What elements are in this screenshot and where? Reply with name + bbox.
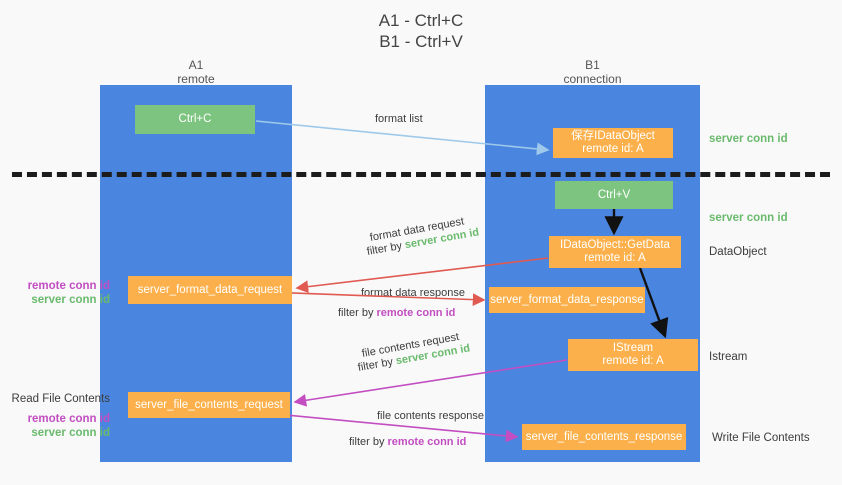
diagram-title: A1 - Ctrl+C B1 - Ctrl+V [378, 11, 464, 51]
node-ctrl-c[interactable]: Ctrl+C [135, 105, 255, 134]
edge-label-file-contents-response-filter: filter by remote conn id [349, 435, 466, 449]
node-idataobject-getdata[interactable]: IDataObject::GetData remote id: A [549, 236, 681, 268]
node-server-file-contents-request[interactable]: server_file_contents_request [128, 392, 290, 418]
trust-boundary-divider [12, 172, 830, 177]
connector-format-data-request [295, 257, 549, 294]
filter-value: remote conn id [387, 436, 467, 448]
connector-file-contents-request [293, 359, 568, 407]
annotation-read-file-contents: Read File Contents [11, 393, 110, 405]
node-server-file-contents-response[interactable]: server_file_contents_response [522, 424, 686, 450]
annotation-server-conn-id-mid: server conn id [31, 294, 110, 306]
annotation-server-conn-id-second: server conn id [709, 212, 788, 224]
connector-format-list [255, 120, 550, 156]
annotation-remote-conn-id-bottom: remote conn id [27, 413, 110, 425]
annotation-conn-ids-mid: remote conn id server conn id [10, 279, 110, 307]
annotation-write-file-contents: Write File Contents [712, 432, 810, 444]
annotation-istream: Istream [709, 351, 748, 363]
annotation-server-conn-id-top: server conn id [709, 133, 788, 145]
edge-label-format-data-response-filter: filter by remote conn id [338, 306, 455, 320]
node-istream[interactable]: IStream remote id: A [568, 339, 698, 371]
filter-value: remote conn id [376, 307, 456, 319]
filter-prefix: filter by [338, 307, 377, 319]
filter-prefix: filter by [349, 436, 388, 448]
node-save-idataobject[interactable]: 保存IDataObject remote id: A [553, 128, 673, 158]
connector-getdata-to-istream [638, 267, 669, 339]
annotation-server-conn-id-bottom: server conn id [31, 427, 110, 439]
annotation-remote-conn-id-mid: remote conn id [27, 280, 110, 292]
node-ctrl-v[interactable]: Ctrl+V [555, 181, 673, 209]
annotation-dataobject: DataObject [709, 246, 767, 258]
node-server-format-data-request[interactable]: server_format_data_request [128, 276, 292, 304]
lane-header-a1: A1 remote [177, 58, 215, 86]
annotation-conn-ids-bottom: remote conn id server conn id [10, 412, 110, 440]
edge-label-format-list: format list [375, 113, 423, 125]
edge-label-file-contents-response: file contents response [377, 410, 485, 422]
node-server-format-data-response[interactable]: server_format_data_response [489, 287, 645, 313]
lane-header-b1: B1 connection [563, 58, 622, 86]
